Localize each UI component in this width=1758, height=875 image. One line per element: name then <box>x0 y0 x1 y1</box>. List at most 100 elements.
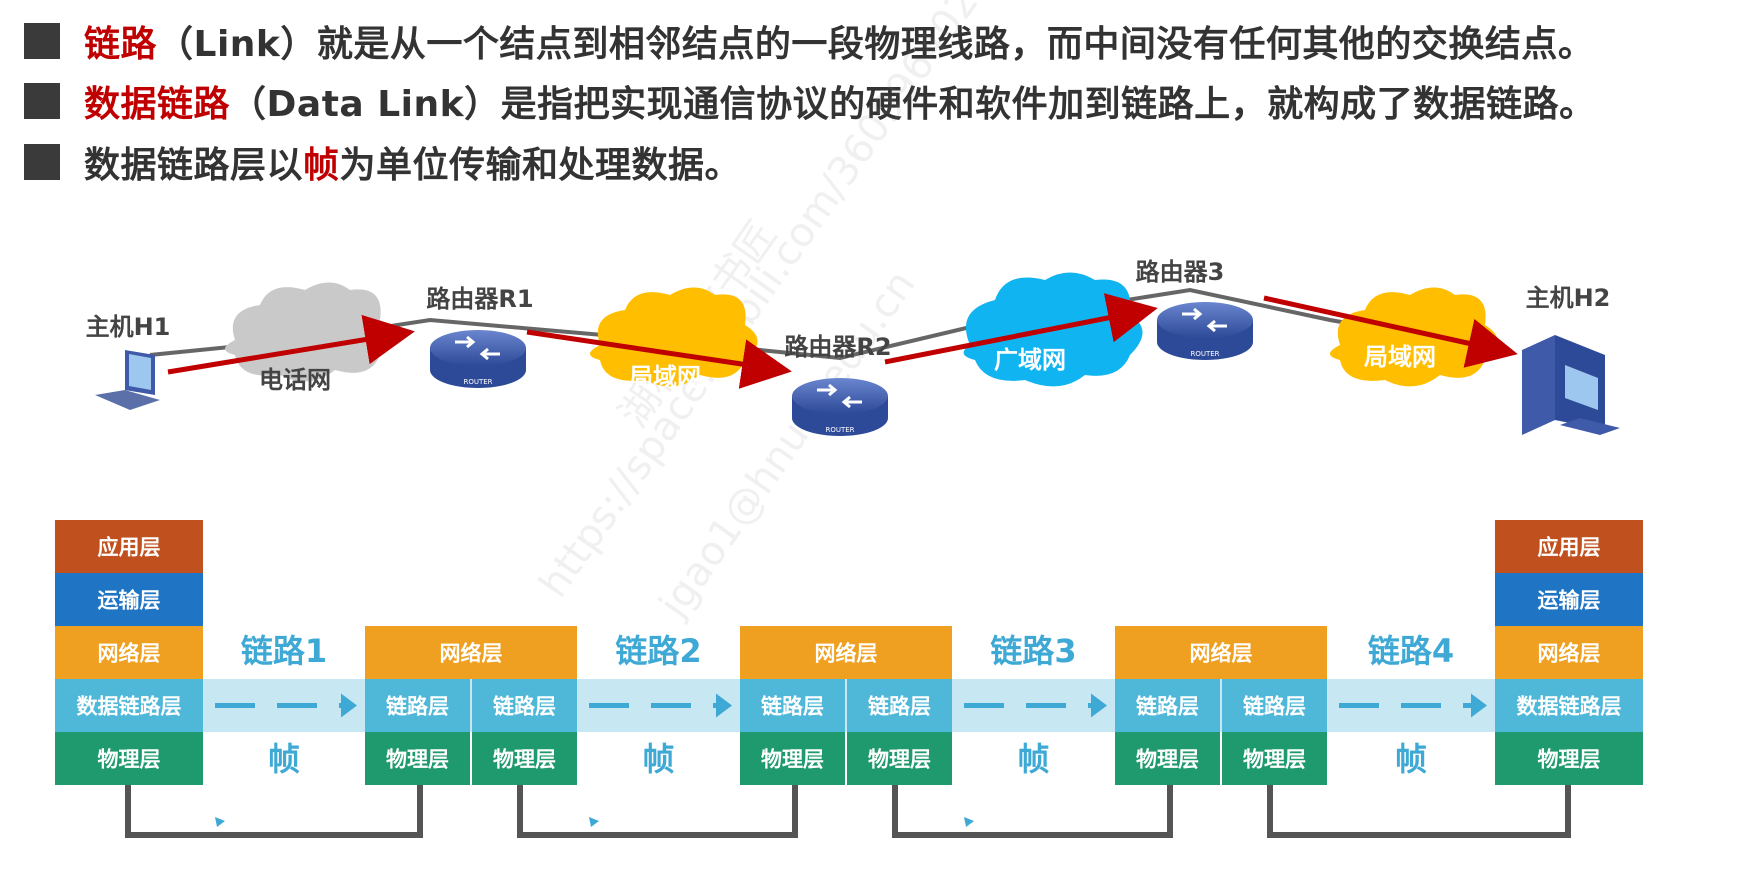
router-1-stack-link-layer-in-label: 链路层 <box>386 695 449 719</box>
physical-link-4 <box>1267 785 1571 838</box>
physical-link-3 <box>892 785 1173 838</box>
host-h1-stack-network-layer <box>55 626 203 679</box>
router-1-stack-link-layer-in <box>365 679 470 732</box>
small-marker-2 <box>589 817 599 827</box>
host-h2-stack-network-layer <box>1495 626 1643 679</box>
frame-arrowhead-3 <box>1091 693 1107 718</box>
router-3-stack-physical-layer-out-label: 物理层 <box>1243 748 1306 772</box>
router-icon: ROUTER <box>1157 302 1253 360</box>
router-3-stack-link-layer-out-label: 链路层 <box>1243 695 1306 719</box>
definition-text: （Data Link）是指把实现通信协议的硬件和软件加到链路上，就构成了数据链路… <box>230 84 1596 125</box>
host-h1-label: 主机H1 <box>86 313 171 341</box>
frame-label-3: 帧 <box>1017 740 1049 778</box>
cloud-lan-2: 局域网 <box>1330 287 1498 387</box>
frame-arrowhead-1 <box>341 693 357 718</box>
router-3-stack-network-layer-label: 网络层 <box>1190 642 1253 666</box>
host-h2-stack-transport-layer-label: 运输层 <box>1538 589 1601 613</box>
bullet-text: 链路（Link）就是从一个结点到相邻结点的一段物理线路，而中间没有任何其他的交换… <box>84 15 1594 67</box>
term-link: 链路 <box>84 24 158 65</box>
frame-label-1: 帧 <box>268 740 300 778</box>
router-3-stack-physical-layer-in-label: 物理层 <box>1136 748 1199 772</box>
host-h1-stack-datalink-layer <box>55 679 203 732</box>
router-badge: ROUTER <box>825 426 854 434</box>
link-label-1: 链路1 <box>241 632 327 670</box>
router-3-label: 路由器3 <box>1136 258 1225 286</box>
cloud-label: 局域网 <box>1364 343 1436 371</box>
router-2-stack-network-layer <box>740 626 952 679</box>
host-h2-label: 主机H2 <box>1526 284 1611 312</box>
router-2-stack-physical-layer-out-label: 物理层 <box>868 748 931 772</box>
router-1-stack-physical-layer-in <box>365 732 470 785</box>
host-h1-stack-transport-layer-label: 运输层 <box>98 589 161 613</box>
link-label-3: 链路3 <box>990 632 1076 670</box>
router-1-stack-physical-layer-in-label: 物理层 <box>386 748 449 772</box>
frame-arrowhead-4 <box>1471 693 1487 718</box>
host-h1-stack-app-layer-label: 应用层 <box>98 536 161 560</box>
term-frame: 帧 <box>303 145 340 186</box>
frame-label-2: 帧 <box>642 740 674 778</box>
router-1-stack-link-layer-out-label: 链路层 <box>493 695 556 719</box>
router-2-stack-link-layer-out-label: 链路层 <box>868 695 931 719</box>
frame-post-text: 为单位传输和处理数据。 <box>339 145 742 186</box>
router-r1: 路由器R1 ROUTER <box>426 285 534 388</box>
router-badge: ROUTER <box>1190 350 1219 358</box>
path-arrow-r2-r3 <box>884 293 1158 365</box>
bullet-link-definition: 链路（Link）就是从一个结点到相邻结点的一段物理线路，而中间没有任何其他的交换… <box>24 15 1594 67</box>
cloud-label: 局域网 <box>629 363 701 391</box>
watermark: 湖科大教书匠 https://space.bilibili.com/360996… <box>531 0 988 627</box>
router-1-stack-link-layer-out <box>472 679 577 732</box>
router-r2-label: 路由器R2 <box>784 333 891 361</box>
router-1-stack-network-layer-label: 网络层 <box>440 642 503 666</box>
host-h1-stack-app-layer <box>55 520 203 573</box>
router-3-stack-physical-layer-out <box>1222 732 1327 785</box>
host-h1-stack-physical-layer-label: 物理层 <box>98 748 161 772</box>
router-2-stack-network-layer-label: 网络层 <box>815 642 878 666</box>
router-3-stack-link-layer-in-label: 链路层 <box>1136 695 1199 719</box>
router-icon: ROUTER <box>430 330 526 388</box>
router-r2: 路由器R2 ROUTER <box>784 333 892 436</box>
bullet-text: 数据链路层以帧为单位传输和处理数据。 <box>84 136 741 188</box>
router-3: 路由器3 ROUTER <box>1136 258 1253 360</box>
router-1-stack-network-layer <box>365 626 577 679</box>
router-3-stack-link-layer-out <box>1222 679 1327 732</box>
bullet-square-icon <box>24 83 60 119</box>
host-h2-stack-network-layer-label: 网络层 <box>1538 642 1601 666</box>
bullet-square-icon <box>24 144 60 180</box>
router-2-stack-link-layer-in <box>740 679 845 732</box>
small-marker-1 <box>215 817 225 827</box>
host-h2-stack-physical-layer-label: 物理层 <box>1538 748 1601 772</box>
cloud-label: 电话网 <box>259 366 331 394</box>
data-path <box>167 293 1518 389</box>
router-3-stack-network-layer <box>1115 626 1327 679</box>
frame-arrowhead-2 <box>716 693 732 718</box>
router-3-stack-physical-layer-in <box>1115 732 1220 785</box>
host-h2: 主机H2 <box>1522 284 1620 435</box>
bullet-frame-unit: 数据链路层以帧为单位传输和处理数据。 <box>24 136 741 188</box>
router-badge: ROUTER <box>463 378 492 386</box>
host-h1-stack-physical-layer <box>55 732 203 785</box>
router-2-stack-physical-layer-in-label: 物理层 <box>761 748 824 772</box>
frame-pre-text: 数据链路层以 <box>84 145 304 186</box>
bullet-text: 数据链路（Data Link）是指把实现通信协议的硬件和软件加到链路上，就构成了… <box>84 75 1596 127</box>
router-1-stack-physical-layer-out-label: 物理层 <box>493 748 556 772</box>
laptop-icon <box>95 350 160 410</box>
host-h2-stack-datalink-layer-label: 数据链路层 <box>1517 695 1622 719</box>
definition-text: （Link）就是从一个结点到相邻结点的一段物理线路，而中间没有任何其他的交换结点… <box>157 24 1595 65</box>
path-arrow-h1-r1 <box>167 314 415 375</box>
term-data-link: 数据链路 <box>84 84 231 125</box>
host-h1-stack-network-layer-label: 网络层 <box>98 642 161 666</box>
router-r1-label: 路由器R1 <box>426 285 533 313</box>
router-2-stack-link-layer-out <box>847 679 952 732</box>
physical-link-2 <box>517 785 798 838</box>
host-h1-stack-datalink-layer-label: 数据链路层 <box>77 695 182 719</box>
host-h2-stack-transport-layer <box>1495 573 1643 626</box>
host-h1: 主机H1 <box>86 313 171 410</box>
desktop-computer-icon <box>1522 335 1620 435</box>
host-h2-stack-app-layer-label: 应用层 <box>1538 536 1601 560</box>
cloud-lan-1: 局域网 <box>590 287 758 391</box>
router-2-stack-physical-layer-in <box>740 732 845 785</box>
router-1-stack-physical-layer-out <box>472 732 577 785</box>
physical-link-1 <box>125 785 423 838</box>
host-h2-stack-physical-layer <box>1495 732 1643 785</box>
